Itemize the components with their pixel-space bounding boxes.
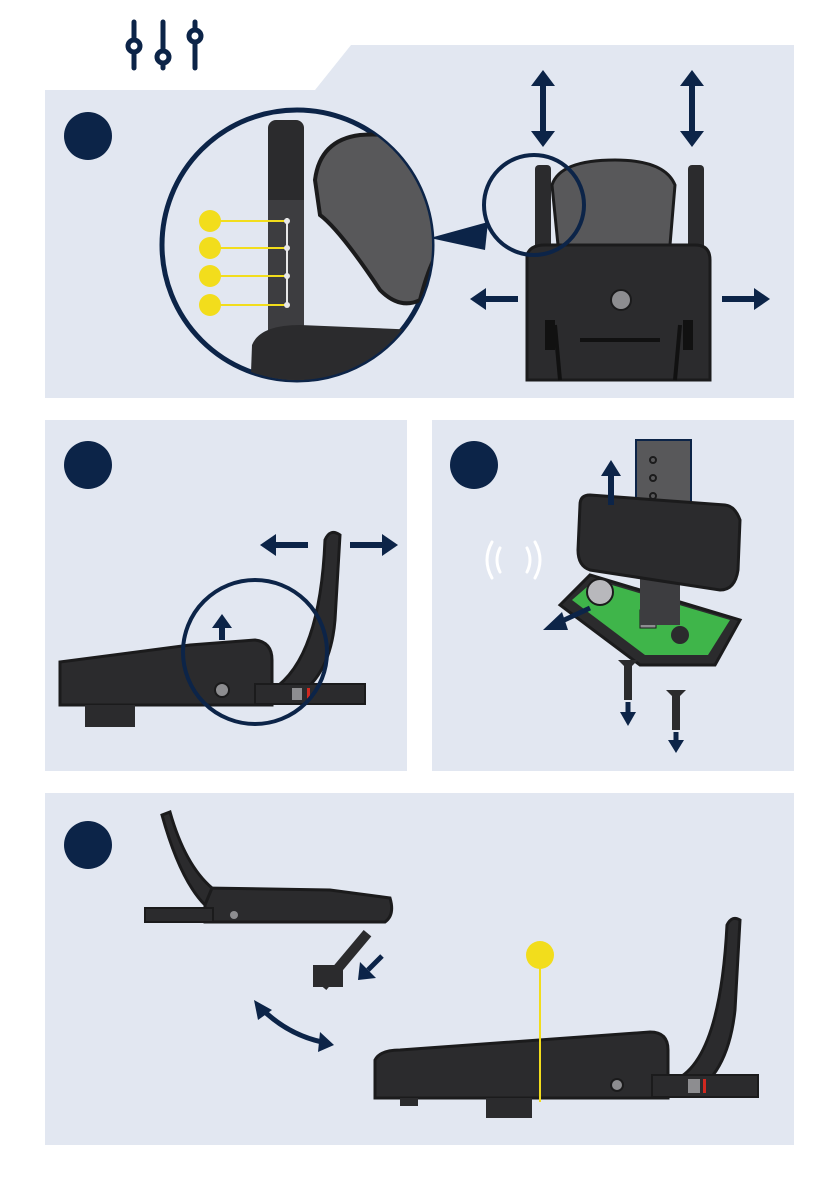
rotate-arrow-icon — [254, 1000, 334, 1052]
seat-base-upright — [375, 918, 758, 1118]
seat-base-upside-down — [145, 812, 392, 990]
fold-arrow-icon — [358, 956, 382, 980]
